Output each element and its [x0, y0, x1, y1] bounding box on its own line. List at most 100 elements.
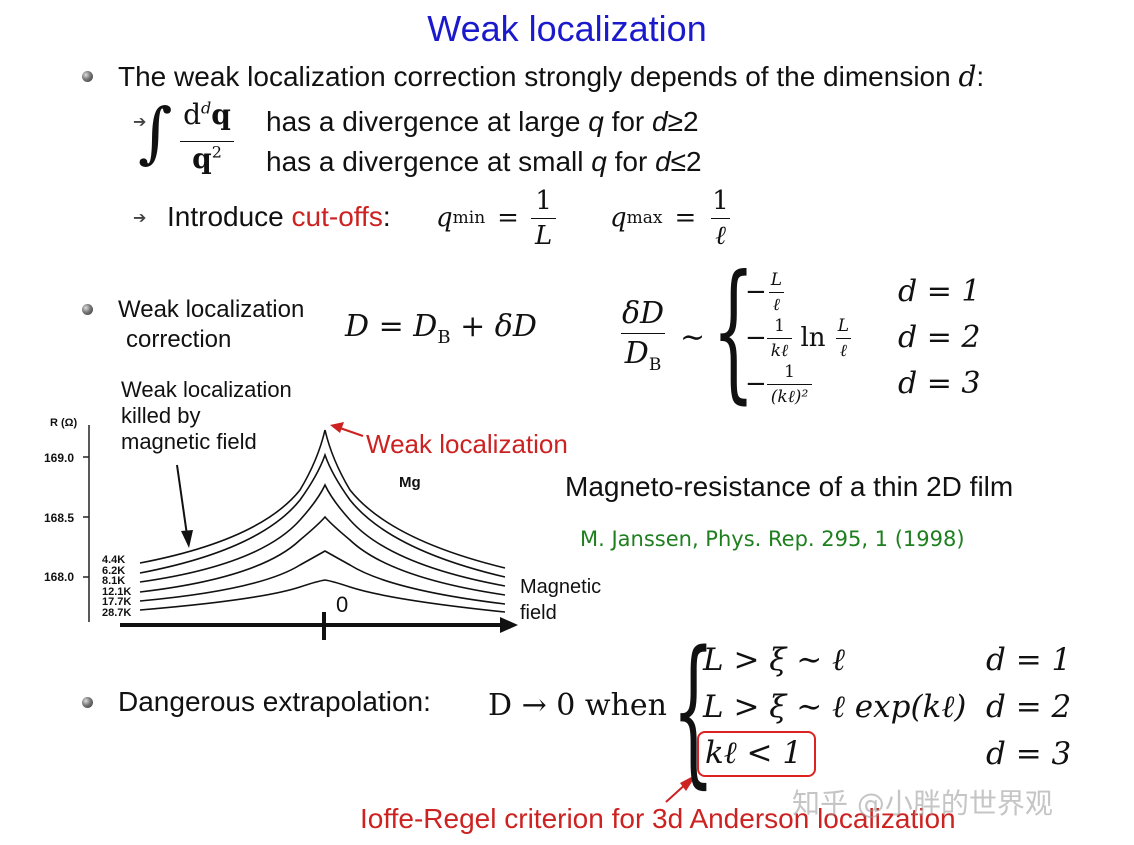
- case1-den: ℓ: [768, 291, 784, 315]
- case3-cond-3: d = 3: [986, 736, 1072, 772]
- integral-sign: ∫: [138, 94, 173, 171]
- curve-17.7K: [139, 550, 506, 605]
- case2-ln-num: L: [837, 315, 850, 336]
- curve-28.7K: [139, 579, 506, 613]
- line1-c: ≥2: [667, 106, 699, 137]
- qmax-eq: =: [674, 203, 697, 233]
- line2-a: has a divergence at small: [266, 146, 592, 177]
- cases-brace-2: {: [672, 616, 715, 803]
- case3-cond-2: d = 2: [986, 689, 1072, 725]
- case-cond-3: d = 3: [898, 366, 981, 401]
- killed-line-2: killed by: [121, 403, 201, 428]
- temp-label: 6.2K: [102, 564, 126, 577]
- y-tick-168: 168.0: [44, 570, 75, 584]
- bullet3-text: Dangerous extrapolation:: [118, 686, 431, 717]
- sim-symbol: ∼: [680, 320, 706, 355]
- integral-den-q: q: [192, 142, 212, 175]
- qmin-sub: min: [452, 208, 486, 228]
- killed-line-1: Weak localization: [121, 377, 292, 402]
- y-axis-label: R (Ω): [50, 417, 78, 429]
- temp-label: 12.1K: [102, 585, 132, 598]
- criterion-arrowhead: [680, 774, 697, 791]
- diffusion-equation: D = DB + δD: [345, 309, 537, 348]
- case2-ln-den: ℓ: [835, 337, 851, 361]
- bullet-icon: [82, 71, 93, 82]
- case2-ln: ln: [792, 323, 834, 353]
- sample-label: Mg: [399, 474, 421, 491]
- qmin-eq: =: [497, 203, 519, 233]
- ratio-den: D: [624, 336, 649, 371]
- qmax-q: q: [610, 203, 627, 233]
- divergence-small-q: has a divergence at small q for d≤2: [266, 146, 702, 178]
- case3-row-1: L > ξ ∼ ℓ: [703, 642, 845, 678]
- x-axis-label-2: field: [520, 602, 557, 624]
- cutoff-b: :: [382, 201, 391, 232]
- ioffe-regel-criterion: Ioffe-Regel criterion for 3d Anderson lo…: [360, 803, 956, 834]
- reference: M. Janssen, Phys. Rep. 295, 1 (1998): [580, 527, 965, 551]
- qmax-num: 1: [712, 185, 729, 216]
- x-axis-arrowhead: [500, 617, 518, 633]
- integral-q: q: [211, 98, 231, 131]
- bullet-icon: [82, 304, 93, 315]
- sub-arrow-icon: ➔: [133, 114, 147, 131]
- line2-c: ≤2: [670, 146, 702, 177]
- killed-arrowhead: [181, 530, 193, 548]
- eq-main: D = D: [345, 309, 438, 344]
- watermark: 知乎 @小胖的世界观: [792, 787, 1053, 820]
- curve-4.4K: [139, 429, 506, 569]
- line1-a: has a divergence at large: [266, 106, 589, 137]
- curve-12.1K: [139, 515, 506, 596]
- integral-den-sup: 2: [211, 142, 222, 162]
- line2-d: d: [655, 146, 671, 177]
- temp-label: 28.7K: [102, 606, 132, 619]
- y-tick-169: 169.0: [44, 451, 75, 465]
- integral-fraction-bar: [180, 141, 234, 142]
- integral-d: d: [183, 98, 202, 131]
- case-row-3: − 1(kℓ)²: [745, 360, 813, 408]
- curve-6.2K: [139, 452, 506, 578]
- figure-caption: Magneto-resistance of a thin 2D film: [565, 471, 1014, 502]
- case2-num: 1: [774, 315, 785, 336]
- temperature-labels: 4.4K 6.2K 8.1K 12.1K 17.7K 28.7K: [102, 555, 131, 618]
- temp-label: 17.7K: [102, 596, 132, 608]
- bullet-icon: [82, 697, 93, 708]
- annotation-peak: Weak localization: [366, 429, 568, 459]
- case3-row-3-boxed: kℓ < 1: [697, 731, 817, 777]
- case3-den: (kℓ)²: [766, 383, 813, 407]
- temp-label: 4.4K: [102, 554, 126, 566]
- ratio-den-sub: B: [648, 355, 662, 375]
- divergence-large-q: has a divergence at large q for d≥2: [266, 106, 699, 138]
- cutoff-text: Introduce cut-offs:: [167, 201, 391, 233]
- qmax-den: ℓ: [711, 217, 730, 251]
- bullet1-text: The weak localization correction strongl…: [118, 60, 984, 93]
- cutoff-red: cut-offs: [291, 201, 383, 232]
- bullet1-text-a: The weak localization correction strongl…: [118, 61, 959, 92]
- line1-d: d: [652, 106, 668, 137]
- line1-b: for: [603, 106, 653, 137]
- case1-minus: −: [745, 277, 767, 307]
- peak-arrowhead: [330, 422, 344, 433]
- sub-arrow-icon-2: ➔: [133, 210, 147, 227]
- bullet1-colon: :: [976, 61, 985, 92]
- bullet2-label-2: correction: [126, 326, 232, 353]
- temp-label: 8.1K: [102, 575, 126, 587]
- case3-row-2: L > ξ ∼ ℓ exp(kℓ): [703, 689, 967, 725]
- x-axis-label-1: Magnetic: [520, 576, 602, 598]
- y-tick-168-5: 168.5: [44, 511, 75, 525]
- annotation-killed: Weak localization killed by magnetic fie…: [121, 377, 292, 455]
- integral-denominator: q2: [180, 142, 234, 175]
- cases-brace: {: [712, 244, 755, 418]
- ratio-fraction: δD DB: [618, 296, 668, 375]
- curve-8.1K: [139, 483, 506, 587]
- bullet3-lhs: D → 0 when: [488, 688, 667, 723]
- cutoff-a: Introduce: [167, 201, 292, 232]
- qmin-den: L: [530, 217, 557, 251]
- case1-num: L: [770, 269, 783, 290]
- bullet2-label-1: Weak localization: [118, 296, 305, 323]
- page-title: Weak localization: [427, 8, 707, 49]
- line1-q: q: [588, 106, 604, 137]
- integral-d-sup: d: [201, 98, 212, 118]
